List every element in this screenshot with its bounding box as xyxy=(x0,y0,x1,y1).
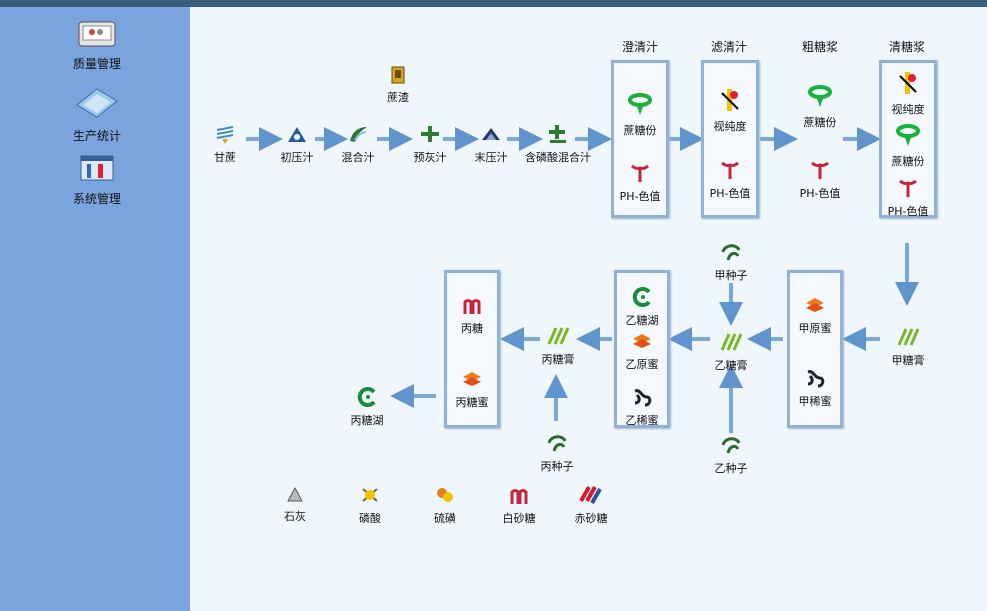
mixed-juice-icon xyxy=(347,124,369,148)
ph-color-icon xyxy=(630,163,650,187)
a-original-molasses[interactable]: 甲原蜜 xyxy=(770,295,860,336)
sugarcane-node[interactable]: 甘蔗 xyxy=(180,124,270,165)
sulfur-node[interactable]: 硫磺 xyxy=(400,485,490,526)
a-massecuite-node[interactable]: 甲糖膏 xyxy=(863,325,953,368)
thin-molasses-icon xyxy=(631,387,653,411)
white-sugar-icon xyxy=(508,485,530,509)
ph-color-icon xyxy=(898,178,918,202)
massecuite-icon xyxy=(546,324,570,350)
sidebar-item-system[interactable]: 系统管理 xyxy=(42,152,152,207)
b-syrup[interactable]: 乙糖湖 xyxy=(597,287,687,328)
c-syrup-node[interactable]: 丙糖湖 xyxy=(322,387,412,428)
box4-ph-color[interactable]: PH-色值 xyxy=(863,178,953,219)
ph-color-icon xyxy=(810,160,830,184)
last-press-icon xyxy=(480,124,502,148)
sucrose-icon xyxy=(895,124,921,152)
massecuite-icon xyxy=(719,330,743,356)
white-sugar-node[interactable]: 白砂糖 xyxy=(474,485,564,526)
phosphated-juice-icon xyxy=(547,124,569,148)
clarified-juice-box xyxy=(611,60,669,218)
a-thin-molasses[interactable]: 甲稀蜜 xyxy=(770,368,860,409)
limed-juice-icon xyxy=(419,124,441,148)
a-seed-node[interactable]: 甲种子 xyxy=(686,242,776,283)
sucrose-icon xyxy=(807,85,833,113)
sidebar-item-label: 生产统计 xyxy=(72,129,121,143)
header-crude-syrup: 粗糖浆 xyxy=(801,40,838,54)
crude-syrup-sucrose[interactable]: 蔗糖份 xyxy=(775,85,865,130)
syrup-icon xyxy=(356,387,378,411)
raw-sugar-icon xyxy=(578,483,604,509)
b-thin-molasses[interactable]: 乙稀蜜 xyxy=(597,387,687,428)
last-press-juice-node[interactable]: 末压汁 xyxy=(446,124,536,165)
mixed-juice-node[interactable]: 混合汁 xyxy=(313,124,403,165)
raw-sugar-node[interactable]: 赤砂糖 xyxy=(546,483,636,526)
sugarcane-icon xyxy=(214,124,236,148)
sidebar-item-label: 质量管理 xyxy=(72,57,121,71)
first-press-juice-node[interactable]: 初压汁 xyxy=(252,124,342,165)
limed-juice-node[interactable]: 预灰汁 xyxy=(385,124,475,165)
box1-sucrose[interactable]: 蔗糖份 xyxy=(595,93,685,138)
box2-ph-color[interactable]: PH-色值 xyxy=(685,160,775,201)
box1-ph-color[interactable]: PH-色值 xyxy=(595,163,685,204)
c-massecuite-node[interactable]: 丙糖膏 xyxy=(513,324,603,367)
thin-molasses-icon xyxy=(804,368,826,392)
header-clarified-juice: 澄清汁 xyxy=(621,40,658,54)
first-press-icon xyxy=(286,124,308,148)
bagasse-node[interactable]: 蔗渣 xyxy=(353,66,443,105)
sucrose-icon xyxy=(627,93,653,121)
filtered-juice-box xyxy=(701,60,759,218)
title-bar xyxy=(0,0,987,7)
syrup-icon xyxy=(631,287,653,311)
quality-icon xyxy=(77,19,117,53)
crude-syrup-ph-color[interactable]: PH-色值 xyxy=(775,160,865,201)
a-molasses-box xyxy=(787,270,843,428)
b-seed-node[interactable]: 乙种子 xyxy=(686,435,776,476)
phosphoric-acid-icon xyxy=(359,485,381,509)
ph-color-icon xyxy=(720,160,740,184)
sulfur-icon xyxy=(434,485,456,509)
lime-icon xyxy=(284,485,306,507)
bagasse-icon xyxy=(391,66,405,88)
sidebar: 质量管理 生产统计 系统管理 xyxy=(0,7,190,611)
phosphated-juice-node[interactable]: 含磷酸混合汁 xyxy=(513,124,603,165)
purity-icon xyxy=(719,87,741,117)
molasses-icon xyxy=(631,331,653,355)
c-sugar-box xyxy=(444,270,500,428)
c-sugar[interactable]: 丙糖 xyxy=(427,295,517,336)
massecuite-icon xyxy=(896,325,920,351)
sugar-icon xyxy=(461,295,483,319)
header-clear-syrup: 清糖浆 xyxy=(888,40,925,54)
c-seed-node[interactable]: 丙种子 xyxy=(512,433,602,474)
phosphoric-acid-node[interactable]: 磷酸 xyxy=(325,485,415,526)
purity-icon xyxy=(897,70,919,100)
system-icon xyxy=(78,152,116,188)
c-molasses[interactable]: 丙糖蜜 xyxy=(427,369,517,410)
molasses-icon xyxy=(804,295,826,319)
process-canvas xyxy=(190,7,987,611)
seed-icon xyxy=(720,242,742,266)
sidebar-item-stats[interactable]: 生产统计 xyxy=(42,85,152,144)
box4-sucrose[interactable]: 蔗糖份 xyxy=(863,124,953,169)
header-filtered-juice: 滤清汁 xyxy=(710,40,747,54)
seed-icon xyxy=(546,433,568,457)
b-original-molasses[interactable]: 乙原蜜 xyxy=(597,331,687,372)
molasses-icon xyxy=(461,369,483,393)
b-massecuite-node[interactable]: 乙糖膏 xyxy=(686,330,776,373)
sidebar-item-label: 系统管理 xyxy=(72,192,121,206)
sidebar-item-quality[interactable]: 质量管理 xyxy=(42,19,152,72)
box2-purity[interactable]: 视纯度 xyxy=(685,87,775,134)
box4-purity[interactable]: 视纯度 xyxy=(863,70,953,117)
seed-icon xyxy=(720,435,742,459)
lime-node[interactable]: 石灰 xyxy=(250,485,340,524)
stats-icon xyxy=(73,85,121,125)
